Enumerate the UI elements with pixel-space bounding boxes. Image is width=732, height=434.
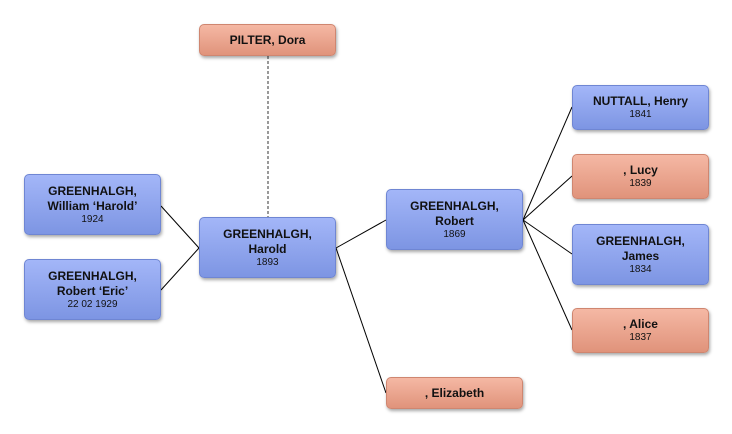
- person-date: 1834: [629, 263, 652, 275]
- person-box-pilter-dora[interactable]: PILTER, Dora: [199, 24, 336, 56]
- person-given-name: James: [621, 248, 660, 263]
- person-box-greenhalgh-james[interactable]: GREENHALGH, James 1834: [572, 224, 709, 285]
- person-box-greenhalgh-robert[interactable]: GREENHALGH, Robert 1869: [386, 189, 523, 250]
- connector-william-harold: [160, 205, 200, 249]
- person-surname: GREENHALGH,: [223, 226, 312, 241]
- connector-robert-henry: [522, 106, 573, 221]
- person-date: 1837: [629, 332, 652, 343]
- person-name: NUTTALL, Henry: [592, 94, 689, 108]
- person-box-lucy[interactable]: , Lucy 1839: [572, 154, 709, 199]
- connector-robert-alice: [522, 219, 573, 331]
- connector-harold-elizabeth: [335, 247, 387, 394]
- connector-robert-eric-harold: [160, 247, 200, 291]
- person-date: 22 02 1929: [67, 298, 118, 310]
- person-date: 1839: [629, 178, 652, 189]
- person-box-nuttall-henry[interactable]: NUTTALL, Henry 1841: [572, 85, 709, 130]
- person-name: , Lucy: [623, 163, 658, 177]
- person-date: 1893: [256, 256, 279, 268]
- person-date: 1869: [443, 228, 466, 240]
- person-box-greenhalgh-william-harold[interactable]: GREENHALGH, William ‘Harold’ 1924: [24, 174, 161, 235]
- person-given-name: William ‘Harold’: [47, 198, 138, 213]
- person-name: PILTER, Dora: [229, 32, 306, 47]
- person-box-elizabeth[interactable]: , Elizabeth: [386, 377, 523, 409]
- person-surname: GREENHALGH,: [48, 268, 137, 283]
- connector-harold-robert: [335, 219, 387, 249]
- person-box-alice[interactable]: , Alice 1837: [572, 308, 709, 353]
- person-surname: GREENHALGH,: [410, 198, 499, 213]
- person-date: 1924: [81, 213, 104, 225]
- person-given-name: Harold: [248, 241, 287, 256]
- person-given-name: Robert: [435, 213, 474, 228]
- person-box-greenhalgh-robert-eric[interactable]: GREENHALGH, Robert ‘Eric’ 22 02 1929: [24, 259, 161, 320]
- person-surname: GREENHALGH,: [48, 183, 137, 198]
- person-date: 1841: [629, 109, 652, 120]
- connector-robert-lucy: [522, 175, 573, 221]
- person-given-name: Robert ‘Eric’: [56, 283, 129, 298]
- connector-robert-james: [522, 219, 573, 255]
- person-box-greenhalgh-harold[interactable]: GREENHALGH, Harold 1893: [199, 217, 336, 278]
- person-name: , Alice: [623, 317, 658, 331]
- person-name: , Elizabeth: [424, 385, 485, 400]
- person-surname: GREENHALGH,: [596, 233, 685, 248]
